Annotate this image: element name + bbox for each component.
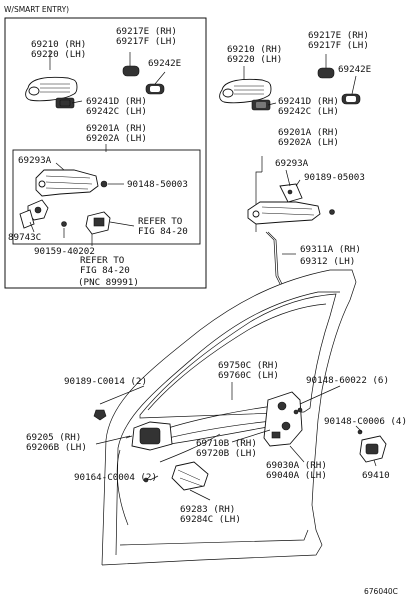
door-lock bbox=[263, 391, 303, 447]
label-b-69760C: 69760C (LH) bbox=[218, 370, 279, 381]
label-r-69293A: 69293A bbox=[275, 158, 309, 169]
screw-90164 bbox=[143, 477, 149, 483]
handle-pad-69241D bbox=[251, 99, 271, 111]
door-outline bbox=[101, 269, 357, 566]
label-r-69312: 69312 (LH) bbox=[300, 256, 355, 267]
screw-90189-C0014 bbox=[93, 409, 107, 421]
label-b-69284C: 69284C (LH) bbox=[180, 514, 241, 525]
inset-connector bbox=[85, 211, 111, 235]
inset-outside-handle bbox=[25, 76, 78, 102]
label-r-69242C: 69242C (LH) bbox=[278, 106, 339, 117]
label-69242E: 69242E bbox=[148, 58, 181, 69]
label-r-69241D: 69241D (RH) bbox=[278, 96, 339, 107]
label-90159-40202: 90159-40202 bbox=[34, 246, 95, 257]
label-refer-1a: REFER TO bbox=[138, 216, 182, 227]
label-b-69283: 69283 (RH) bbox=[180, 504, 235, 515]
label-b-69205: 69205 (RH) bbox=[26, 432, 81, 443]
label-b-69750C: 69750C (RH) bbox=[218, 360, 279, 371]
label-r-69217E: 69217E (RH) bbox=[308, 30, 369, 41]
label-89743C: 89743C bbox=[8, 232, 41, 243]
label-refer-2a: REFER TO bbox=[80, 255, 124, 266]
inset-pad-69242E bbox=[145, 83, 165, 95]
label-refer-1b: FIG 84-20 bbox=[138, 226, 188, 237]
label-b-69410: 69410 bbox=[362, 470, 390, 481]
label-b-69040A: 69040A (LH) bbox=[266, 470, 327, 481]
label-69201A: 69201A (RH) bbox=[86, 123, 147, 134]
label-90148-50003: 90148-50003 bbox=[127, 179, 188, 190]
handle-frame bbox=[247, 201, 321, 225]
label-r-69202A: 69202A (LH) bbox=[278, 137, 339, 148]
outside-handle bbox=[219, 78, 272, 104]
label-r-69242E: 69242E bbox=[338, 64, 371, 75]
striker bbox=[359, 435, 387, 463]
screw-90148-60022 bbox=[297, 407, 303, 413]
label-r-69217F: 69217F (LH) bbox=[308, 40, 369, 51]
figure-code: 676040C bbox=[364, 587, 398, 596]
label-69242C: 69242C (LH) bbox=[86, 106, 147, 117]
label-69202A: 69202A (LH) bbox=[86, 133, 147, 144]
inside-handle bbox=[125, 421, 173, 451]
label-b-69030A: 69030A (RH) bbox=[266, 460, 327, 471]
label-b-90164-C0004: 90164-C0004 (2) bbox=[74, 472, 157, 483]
label-pnc-89991: (PNC 89991) bbox=[78, 277, 139, 288]
screw-90189-05003 bbox=[329, 209, 335, 215]
inner-lock-box bbox=[12, 149, 201, 245]
frame-bracket bbox=[279, 183, 303, 203]
label-69210: 69210 (RH) bbox=[31, 39, 86, 50]
label-r-69220: 69220 (LH) bbox=[227, 54, 282, 65]
label-r-69201A: 69201A (RH) bbox=[278, 127, 339, 138]
handle-pad-69217 bbox=[317, 67, 335, 79]
label-69241D: 69241D (RH) bbox=[86, 96, 147, 107]
label-69217E: 69217E (RH) bbox=[116, 26, 177, 37]
handle-pad-69242E bbox=[341, 93, 361, 105]
inset-lock-cylinder bbox=[27, 199, 49, 221]
inset-handle-pad bbox=[122, 65, 140, 77]
smart-entry-label: W/SMART ENTRY) bbox=[4, 5, 69, 14]
label-r-90189-05003: 90189-05003 bbox=[304, 172, 365, 183]
label-b-90148-C0006: 90148-C0006 (4) bbox=[324, 416, 407, 427]
label-b-69720B: 69720B (LH) bbox=[196, 448, 257, 459]
label-r-69210: 69210 (RH) bbox=[227, 44, 282, 55]
label-69293A: 69293A bbox=[18, 155, 52, 166]
handle-bezel bbox=[171, 461, 209, 491]
smart-entry-inset-box bbox=[4, 17, 207, 289]
label-69217F: 69217F (LH) bbox=[116, 36, 177, 47]
label-b-69710B: 69710B (RH) bbox=[196, 438, 257, 449]
label-refer-2b: FIG 84-20 bbox=[80, 265, 130, 276]
label-r-69311A: 69311A (RH) bbox=[300, 244, 361, 255]
label-b-90189-C0014: 90189-C0014 (2) bbox=[64, 376, 147, 387]
inset-screw-90159 bbox=[61, 221, 67, 227]
inset-screw-90148 bbox=[100, 180, 108, 188]
inset-handle-frame bbox=[35, 169, 99, 197]
label-69220: 69220 (LH) bbox=[31, 49, 86, 60]
inset-pad-69241D bbox=[55, 97, 75, 109]
label-b-90148-60022: 90148-60022 (6) bbox=[306, 375, 389, 386]
label-b-69206B: 69206B (LH) bbox=[26, 442, 87, 453]
lock-rod bbox=[265, 231, 283, 285]
screw-90148-C0006 bbox=[357, 429, 363, 435]
